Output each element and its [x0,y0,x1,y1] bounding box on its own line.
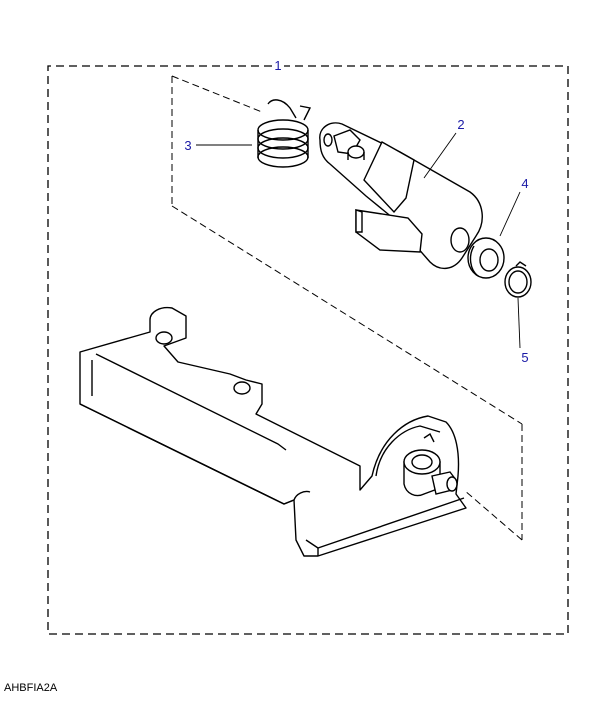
callout-4: 4 [521,176,528,191]
leader-lines [196,132,521,349]
torsion-spring [257,99,312,168]
pivot-pin [403,432,458,497]
washer [467,237,505,279]
callout-3: 3 [184,138,191,153]
callout-5: 5 [521,350,528,365]
callout-2: 2 [457,117,464,132]
kit-boundary-frame [47,65,569,635]
lever-arm [319,122,483,269]
figure-reference-code: AHBFIA2A [4,682,58,694]
exploded-view-panel [171,75,523,541]
circlip [504,261,532,298]
callout-1: 1 [274,58,281,73]
mounting-bracket [79,306,467,557]
